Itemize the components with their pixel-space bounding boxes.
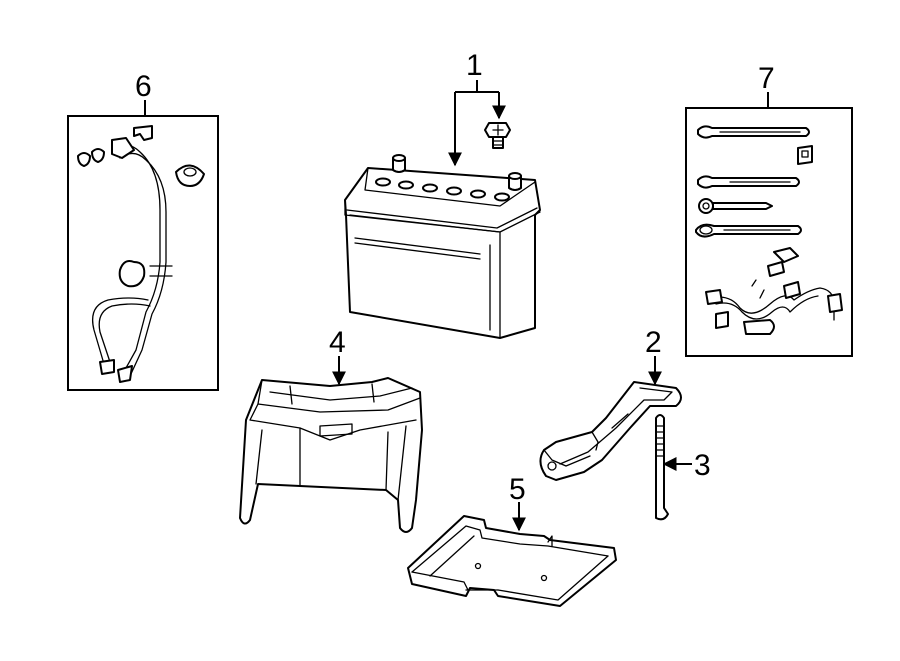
- hold-down-frame[interactable]: [239, 377, 423, 533]
- part-2-bracket-group[interactable]: 2: [539, 326, 682, 481]
- battery-tray[interactable]: [407, 515, 617, 607]
- callout-4: 4: [329, 326, 346, 359]
- callout-2: 2: [645, 326, 662, 359]
- part-5-tray-group[interactable]: 5: [407, 473, 617, 607]
- battery-bolt[interactable]: [484, 122, 511, 149]
- battery-cable[interactable]: [77, 125, 205, 383]
- callout-1: 1: [466, 49, 483, 82]
- wire-harness[interactable]: [705, 279, 843, 335]
- harness-connector-b[interactable]: [767, 261, 785, 277]
- clip-connector[interactable]: [797, 145, 813, 165]
- hold-down-bracket[interactable]: [539, 381, 682, 481]
- part-3-rod-group[interactable]: 3: [655, 414, 711, 521]
- callout-1-leader: [448, 80, 506, 167]
- part-1-battery-group[interactable]: 1: [344, 49, 541, 339]
- harness-connector-a[interactable]: [773, 247, 799, 263]
- part-6-battery-cable-group[interactable]: 6: [67, 70, 219, 391]
- cable-tie-4[interactable]: [695, 223, 802, 238]
- callout-3: 3: [694, 449, 711, 482]
- battery[interactable]: [344, 154, 541, 339]
- cable-tie-2[interactable]: [697, 175, 800, 189]
- cable-tie-1[interactable]: [697, 125, 810, 139]
- callout-5: 5: [509, 473, 526, 506]
- j-bolt-rod[interactable]: [655, 414, 669, 521]
- cable-tie-3[interactable]: [698, 198, 773, 214]
- part-4-hold-down-group[interactable]: 4: [239, 326, 423, 533]
- callout-6: 6: [135, 70, 152, 103]
- part-7-harness-group[interactable]: 7: [685, 62, 853, 357]
- callout-7: 7: [758, 62, 775, 95]
